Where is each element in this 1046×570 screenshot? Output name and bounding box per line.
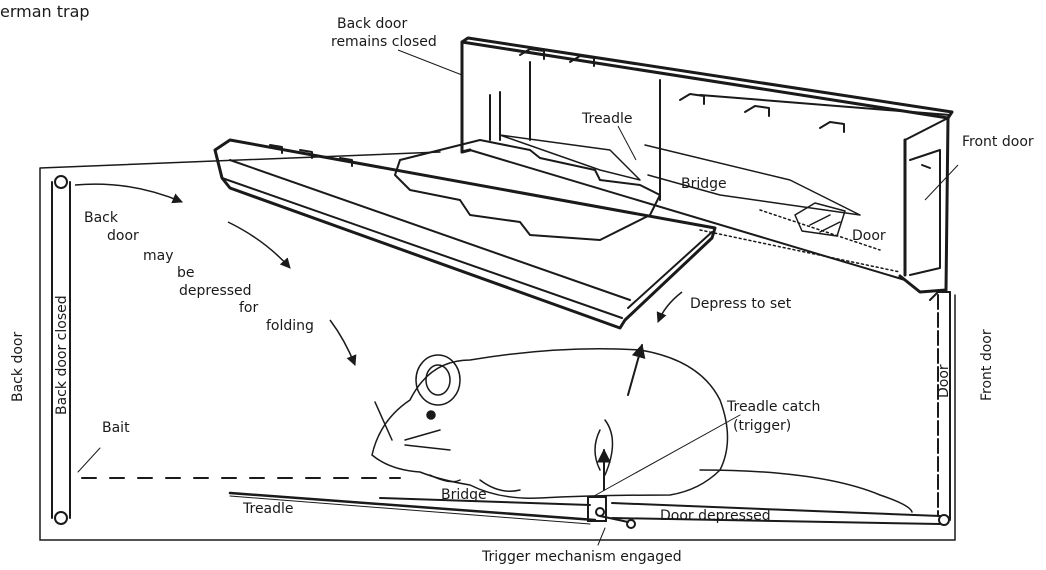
diagram-title: erman trap [0, 2, 90, 21]
label-treadle-bottom: Treadle [242, 501, 294, 517]
label-back-door-may-1: Back [84, 210, 119, 226]
label-back-door-closed: Back door closed [54, 295, 70, 415]
leader-lines-top [398, 50, 958, 200]
label-back-door-may-3: may [143, 248, 174, 264]
trap-box-upright [462, 38, 952, 292]
trap-cross-section [40, 152, 955, 545]
label-back-door-may-4: be [177, 265, 195, 281]
trap-outline [40, 152, 955, 540]
label-depress-to-set: Depress to set [690, 296, 792, 312]
label-bait: Bait [102, 420, 130, 436]
label-door-depressed: Door depressed [660, 508, 771, 524]
label-trigger-engaged: Trigger mechanism engaged [481, 549, 682, 565]
label-treadle-top: Treadle [581, 111, 633, 127]
label-bridge-bottom: Bridge [441, 487, 487, 503]
label-front-door-side: Front door [979, 329, 995, 401]
label-back-door-may-5: depressed [179, 283, 252, 299]
label-back-door-may-7: folding [266, 318, 314, 334]
label-treadle-catch-2: (trigger) [733, 418, 791, 434]
label-bridge-top: Bridge [681, 176, 727, 192]
label-treadle-catch: Treadle catch [726, 399, 820, 415]
label-back-door-remains-closed: Back door [337, 16, 407, 32]
front-door-panel [930, 292, 950, 525]
label-door-side: Door [936, 364, 952, 398]
label-back-door-may-2: door [107, 228, 139, 244]
labels: Back door remains closed Treadle Front d… [10, 16, 1034, 565]
trap-inner-treadle-bridge [500, 135, 900, 272]
label-front-door-top: Front door [962, 134, 1034, 150]
bait-leader [78, 448, 100, 472]
label-back-door-may-6: for [239, 300, 258, 316]
folded-trap-illustration [215, 38, 952, 328]
label-door-top: Door [852, 228, 886, 244]
label-back-door-side: Back door [10, 332, 26, 402]
label-back-door-remains-closed-2: remains closed [331, 34, 437, 50]
trap-folded-lid [215, 140, 715, 328]
trigger-mechanism [588, 497, 635, 528]
